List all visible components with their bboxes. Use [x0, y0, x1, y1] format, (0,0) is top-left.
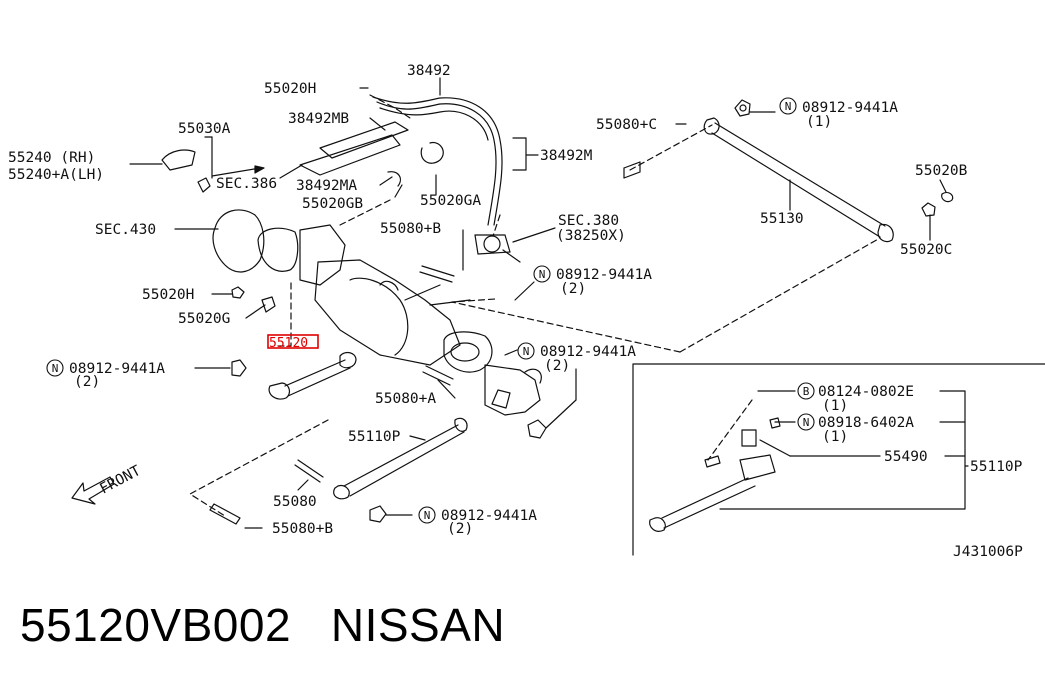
circle-n-4: N — [52, 362, 59, 375]
label-55020ga: 55020GA — [420, 193, 481, 209]
circle-b-1: B — [803, 385, 810, 398]
label-55240-lh: 55240+A(LH) — [8, 167, 104, 183]
label-55490: 55490 — [884, 449, 928, 465]
upper-link-55130 — [623, 99, 954, 243]
circle-letters: N N N N N B N — [52, 100, 810, 522]
circle-markers — [46, 97, 815, 524]
label-08124-qty: (1) — [822, 398, 848, 414]
circle-n-6: N — [803, 416, 810, 429]
label-08124: 08124-0802E — [818, 384, 914, 400]
label-front: FRONT — [97, 463, 143, 498]
labels: 38492 55020H 38492MB 55030A 55240 (RH) 5… — [8, 63, 1023, 560]
label-55020b: 55020B — [915, 163, 968, 179]
label-55120-highlighted[interactable]: 55120 — [269, 336, 308, 351]
label-08912-left-qty: (2) — [74, 374, 100, 390]
label-08912-right: 08912-9441A — [540, 344, 636, 360]
caption-brand: NISSAN — [330, 599, 506, 651]
circle-n-2: N — [539, 268, 546, 281]
label-08918-qty: (1) — [822, 429, 848, 445]
label-diagram-id: J431006P — [953, 544, 1023, 560]
label-55080a: 55080+A — [375, 391, 436, 407]
label-08918: 08918-6402A — [818, 415, 914, 431]
label-55240-rh: 55240 (RH) — [8, 150, 95, 166]
label-55110p: 55110P — [348, 429, 401, 445]
label-08912-left: 08912-9441A — [69, 361, 165, 377]
caption-part-number: 55120VB002 — [20, 599, 292, 651]
circle-n-5: N — [424, 509, 431, 522]
link-55110P — [209, 265, 547, 525]
label-08912-top-qty: (1) — [806, 114, 832, 130]
sec386-arrow-head — [254, 165, 265, 174]
bracket-55240 — [161, 149, 211, 193]
label-55020h-top: 55020H — [264, 81, 316, 97]
inset-frame — [632, 363, 1045, 556]
label-38492ma: 38492MA — [296, 178, 357, 194]
label-55030a: 55030A — [178, 121, 231, 137]
label-55080c: 55080+C — [596, 117, 657, 133]
label-55020gb: 55020GB — [302, 196, 363, 212]
highlight-box — [267, 334, 319, 349]
circle-n-1: N — [785, 100, 792, 113]
label-08912-mid: 08912-9441A — [556, 267, 652, 283]
label-55080b-bottom: 55080+B — [272, 521, 333, 537]
rear-housing — [212, 209, 542, 416]
circle-n-3: N — [523, 345, 530, 358]
caption: 55120VB002 NISSAN — [20, 598, 505, 652]
label-sec380-sub: (38250X) — [556, 228, 626, 244]
label-08912-mid-qty: (2) — [560, 281, 586, 297]
label-55130: 55130 — [760, 211, 804, 227]
front-arrow-icon — [71, 476, 115, 505]
link-55120 — [231, 286, 357, 400]
label-08912-bottom: 08912-9441A — [441, 508, 537, 524]
label-sec386: SEC.386 — [216, 176, 277, 192]
label-sec380: SEC.380 — [558, 213, 619, 229]
label-38492: 38492 — [407, 63, 451, 79]
label-55020g: 55020G — [178, 311, 230, 327]
label-55080b-top: 55080+B — [380, 221, 441, 237]
label-38492mb: 38492MB — [288, 111, 349, 127]
sec386-arrow — [211, 167, 261, 177]
label-08912-right-qty: (2) — [544, 358, 570, 374]
label-sec430: SEC.430 — [95, 222, 156, 238]
label-08912-bottom-qty: (2) — [447, 521, 473, 537]
label-55020h-left: 55020H — [142, 287, 194, 303]
dashed-lines — [189, 94, 881, 517]
harness-38492 — [299, 96, 521, 263]
label-38492m: 38492M — [540, 148, 593, 164]
label-55110p-inset: 55110P — [970, 459, 1023, 475]
label-55080: 55080 — [273, 494, 317, 510]
label-55020c: 55020C — [900, 242, 952, 258]
label-08912-top: 08912-9441A — [802, 100, 898, 116]
leader-lines — [129, 77, 947, 529]
